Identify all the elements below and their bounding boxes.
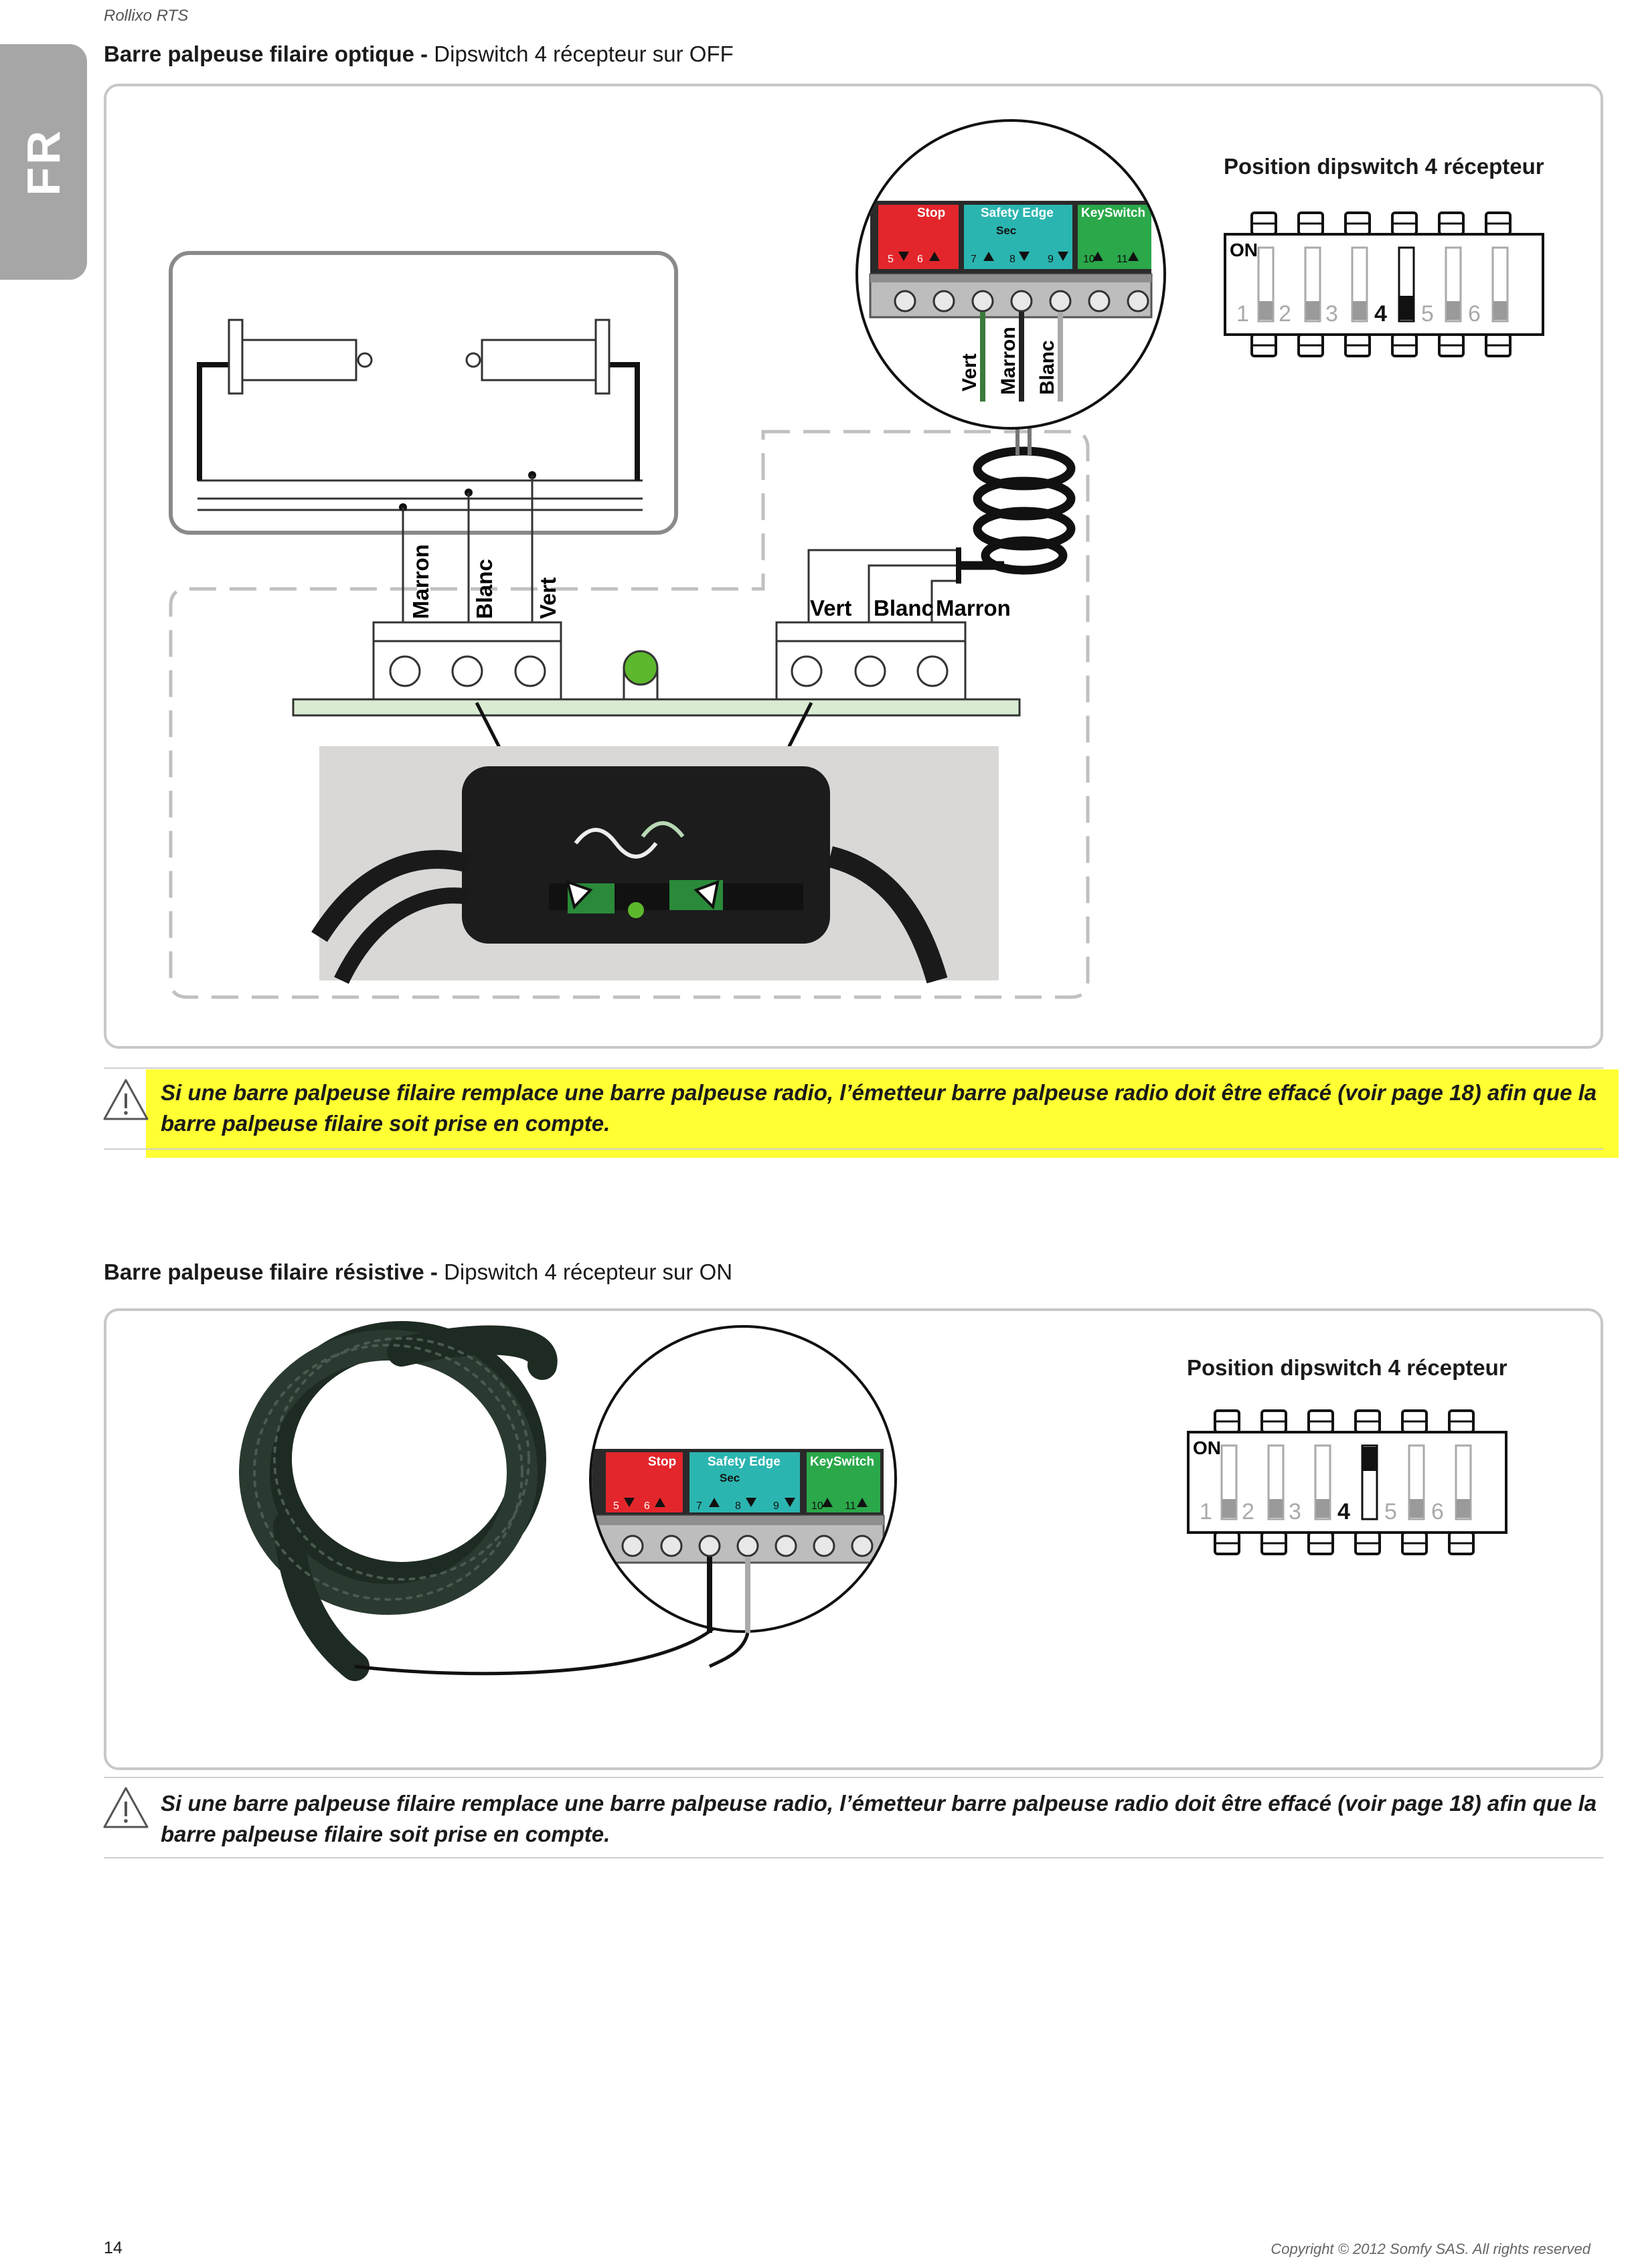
warning-triangle-icon [103,1079,149,1120]
circuit-board [292,698,1021,717]
warning-text: Si une barre palpeuse filaire remplace u… [161,1791,1597,1846]
svg-text:7: 7 [971,254,977,265]
section1-title-bold: Barre palpeuse filaire optique - [104,41,428,66]
gate-frame [169,251,678,535]
divider [104,1777,1603,1778]
svg-text:11: 11 [1117,254,1128,265]
terminal-keyswitch-label: KeySwitch [1081,206,1145,220]
terminal-sec-label: Sec [720,1472,740,1484]
svg-text:7: 7 [696,1500,702,1512]
svg-text:9: 9 [773,1500,779,1512]
wire-label: Marron [997,327,1019,395]
wire-label: Blanc [874,596,934,620]
svg-text:9: 9 [1048,254,1054,265]
dipswitch-off-diagram: ON 1 2 3 4 5 6 [1224,211,1544,357]
svg-text:5: 5 [1421,301,1434,327]
terminal-stop-label: Stop [917,206,945,220]
svg-text:6: 6 [917,254,923,265]
svg-text:6: 6 [644,1500,650,1512]
svg-text:5: 5 [613,1500,619,1512]
receiver-flange [594,319,610,395]
section2-title-bold: Barre palpeuse filaire résistive - [104,1259,438,1284]
svg-text:10: 10 [1083,254,1095,265]
warning-highlight [146,1069,1619,1158]
arrow-head-icon [566,879,593,909]
terminal-keyswitch-label: KeySwitch [810,1455,874,1469]
section2-title: Barre palpeuse filaire résistive - Dipsw… [104,1259,732,1285]
optical-emitter [241,339,357,381]
resistive-safety-edge [239,1321,558,1681]
warning-text: Si une barre palpeuse filaire remplace u… [161,1080,1597,1136]
arrow-head-icon [693,879,720,910]
terminal-safety-edge-label: Safety Edge [708,1455,781,1469]
svg-text:8: 8 [735,1500,741,1512]
emitter-flange [228,319,244,395]
svg-text:5: 5 [1384,1499,1397,1524]
svg-text:5: 5 [888,254,894,265]
optical-wiring-diagram: Marron Blanc Vert Vert Blanc Marron [169,119,1166,999]
svg-text:6: 6 [1431,1499,1444,1524]
dipswitch-title: Position dipswitch 4 récepteur [1187,1355,1507,1380]
section1-title: Barre palpeuse filaire optique - Dipswit… [104,41,734,67]
svg-text:4: 4 [1374,301,1387,327]
svg-text:2: 2 [1242,1499,1254,1524]
wire-label: Vert [810,596,851,620]
receiver-enclosure-outline [169,430,1090,999]
led-green-icon [623,650,659,686]
svg-text:1: 1 [1236,301,1249,327]
svg-text:3: 3 [1289,1499,1301,1524]
wire-label: Blanc [1036,340,1058,395]
svg-text:2: 2 [1279,301,1291,327]
optical-receiver [481,339,597,381]
svg-text:1: 1 [1200,1499,1212,1524]
language-tab: FR [0,44,87,280]
svg-text:10: 10 [811,1500,823,1512]
warning-triangle-icon [103,1787,149,1828]
dipswitch-on-label: ON [1193,1437,1221,1458]
wire-label: Vert [536,578,560,619]
divider [104,1857,1603,1858]
terminal-stop-label: Stop [648,1455,676,1469]
wire-label: Marron [408,544,433,619]
svg-text:3: 3 [1325,301,1338,327]
coiled-cable [959,446,1076,575]
cable [354,1593,725,1676]
wire-label: Marron [936,596,1011,620]
svg-text:4: 4 [1337,1499,1350,1524]
copyright: Copyright © 2012 Somfy SAS. All rights r… [1271,2241,1590,2257]
wire-label: Vert [959,353,981,391]
svg-text:11: 11 [845,1500,856,1512]
dipswitch-on-diagram: ON 1 2 3 4 5 6 [1187,1409,1507,1555]
cable-right [601,362,640,481]
section2-title-rest: Dipswitch 4 récepteur sur ON [437,1259,733,1284]
dipswitch-title: Position dipswitch 4 récepteur [1224,154,1544,179]
dipswitch-on-label: ON [1230,240,1258,260]
terminal-safety-edge-label: Safety Edge [981,206,1054,220]
wire-label: Blanc [472,559,497,619]
terminal-sec-label: Sec [996,224,1016,237]
cable-left [197,362,234,481]
document-title: Rollixo RTS [104,7,189,25]
svg-text:6: 6 [1468,301,1481,327]
divider [104,1067,1603,1069]
page-number: 14 [104,2239,123,2257]
svg-text:8: 8 [1009,254,1015,265]
divider [104,1148,1603,1150]
resistive-wiring-diagram: Stop Safety Edge Sec KeySwitch 5 6 7 8 9… [239,1321,897,1681]
section1-title-rest: Dipswitch 4 récepteur sur OFF [428,41,734,66]
